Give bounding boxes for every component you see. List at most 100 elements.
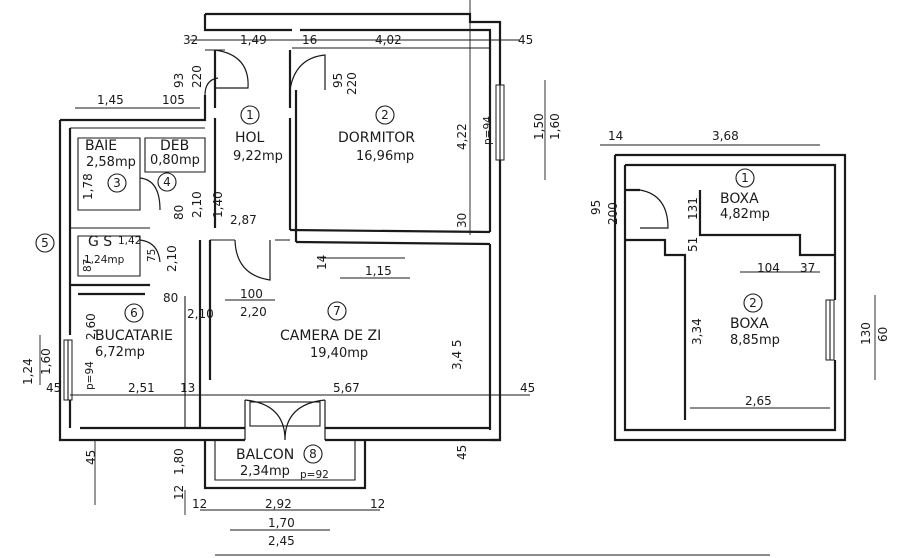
dim-label: 14 (608, 129, 623, 143)
storage-marker-2 (743, 293, 763, 313)
dim-label: 220 (190, 65, 204, 88)
dim-label: 95 (331, 73, 345, 88)
dim-label: 45 (46, 381, 61, 395)
dim-label: 2,20 (240, 305, 267, 319)
room-marker-5 (35, 233, 55, 253)
room-name-deb: DEB (160, 138, 189, 154)
dim-label: 220 (345, 72, 359, 95)
room-marker-3 (107, 173, 127, 193)
dim-label: 45 (518, 33, 533, 47)
dim-label: 2,10 (165, 245, 179, 272)
dim-label: 2,65 (745, 394, 772, 408)
dim-label: 45 (520, 381, 535, 395)
dim-label: 1,50 (532, 113, 546, 140)
room-marker-7-label: 7 (333, 304, 341, 318)
dim-label: 2,60 (84, 313, 98, 340)
dimension-labels: 32 1,49 16 4,02 45 93 220 95 220 1,45 10… (21, 33, 890, 548)
dim-label: 87 (82, 259, 94, 272)
dim-label: 1,24 (21, 358, 35, 385)
dim-label: 1,40 (211, 191, 225, 218)
dim-label: 130 (859, 322, 873, 345)
dim-label: p=94 (84, 361, 96, 390)
dim-label: 16 (302, 33, 317, 47)
dim-label: p=94 (482, 116, 494, 145)
room-marker-3-label: 3 (113, 176, 121, 190)
dim-label: 95 (589, 200, 603, 215)
room-name-baie: BAIE (85, 138, 117, 154)
dim-label: 37 (800, 261, 815, 275)
dim-label: 5,67 (333, 381, 360, 395)
dim-label: 131 (686, 197, 700, 220)
dim-label: 14 (315, 255, 329, 270)
dim-label: 3,4 5 (450, 339, 464, 370)
dim-label: 200 (606, 202, 620, 225)
dim-label: 32 (183, 33, 198, 47)
dim-label: 1,60 (39, 348, 53, 375)
dim-label: 51 (686, 237, 700, 252)
dim-label: 45 (455, 445, 469, 460)
dim-label: 13 (180, 381, 195, 395)
dim-label: 2,45 (268, 534, 295, 548)
dim-label: p=92 (300, 469, 329, 481)
dim-label: 80 (172, 205, 186, 220)
dim-label: 80 (163, 291, 178, 305)
room-marker-4 (157, 172, 177, 192)
room-marker-1-label: 1 (246, 108, 254, 122)
dim-label: 4,02 (375, 33, 402, 47)
room-area-camera-de-zi: 19,40mp (310, 346, 368, 361)
dimension-lines (39, 0, 876, 556)
room-marker-7 (327, 301, 347, 321)
dim-label: 93 (172, 73, 186, 88)
room-name-gs: G S (88, 234, 112, 250)
room-number-markers: 1 2 3 4 5 6 7 8 1 2 (35, 105, 763, 464)
room-name-dormitor: DORMITOR (338, 130, 415, 146)
apartment-walls (58, 12, 502, 442)
doors (139, 49, 326, 441)
dim-label: 1,78 (81, 173, 95, 200)
dim-label: 100 (240, 287, 263, 301)
dim-label: 75 (146, 249, 158, 262)
dim-label: 105 (162, 93, 185, 107)
dim-label: 12 (370, 497, 385, 511)
dim-label: 1,42 (118, 235, 141, 247)
dim-label: 1,60 (548, 113, 562, 140)
room-name-bucatarie: BUCATARIE (95, 328, 173, 344)
storage-area-1: 4,82mp (720, 207, 770, 222)
dim-label: 1,49 (240, 33, 267, 47)
dim-label: 4,22 (455, 123, 469, 150)
dim-label: 2,10 (190, 191, 204, 218)
storage-marker-2-label: 2 (749, 296, 757, 310)
room-marker-8-label: 8 (309, 447, 317, 461)
dim-label: 30 (455, 213, 469, 228)
dim-label: 2,92 (265, 497, 292, 511)
dim-label: 3,68 (712, 129, 739, 143)
dim-label: 1,80 (172, 448, 186, 475)
room-marker-4-label: 4 (163, 175, 171, 189)
room-marker-6 (124, 303, 144, 323)
storage-name-2: BOXA (730, 316, 769, 332)
storage-marker-1-label: 1 (741, 171, 749, 185)
storage-name-1: BOXA (720, 191, 759, 207)
room-marker-2 (375, 105, 395, 125)
room-marker-5-label: 5 (41, 236, 49, 250)
storage-area-2: 8,85mp (730, 333, 780, 348)
room-area-dormitor: 16,96mp (356, 149, 414, 164)
room-area-bucatarie: 6,72mp (95, 345, 145, 360)
room-labels: HOL 9,22mp DORMITOR 16,96mp BAIE 2,58mp … (84, 130, 780, 479)
dim-label: 2,10 (187, 307, 214, 321)
storage-walls (613, 153, 847, 442)
room-area-deb: 0,80mp (150, 153, 200, 168)
dim-label: 104 (757, 261, 780, 275)
dim-label: 3,34 (690, 318, 704, 345)
room-name-hol: HOL (235, 130, 265, 146)
dim-label: 1,70 (268, 516, 295, 530)
dim-label: 12 (192, 497, 207, 511)
room-name-balcon: BALCON (236, 447, 294, 463)
room-marker-2-label: 2 (381, 108, 389, 122)
storage-marker-1 (735, 168, 755, 188)
dim-label: 1,15 (365, 264, 392, 278)
room-marker-1 (240, 105, 260, 125)
dim-label: 2,87 (230, 213, 257, 227)
room-area-baie: 2,58mp (86, 155, 136, 170)
